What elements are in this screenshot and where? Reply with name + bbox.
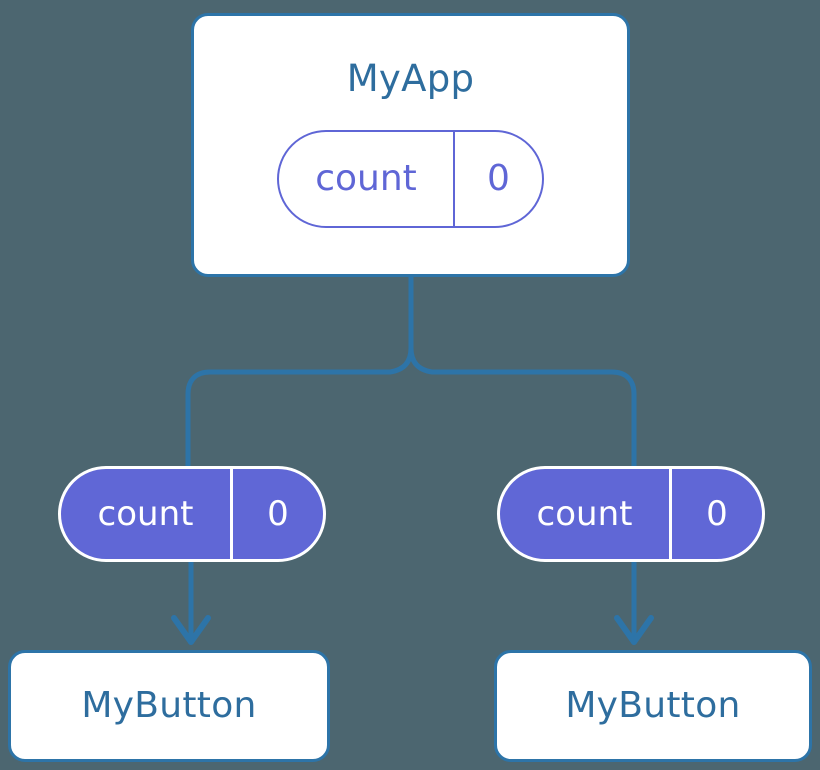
props-pill-key: count xyxy=(500,469,672,559)
props-pill-right-count[interactable]: count 0 xyxy=(497,466,765,562)
component-node-mybutton-left[interactable]: MyButton xyxy=(8,650,330,762)
state-pill-value: 0 xyxy=(487,158,510,199)
props-pill-value: 0 xyxy=(267,494,289,534)
edge-junction-bus xyxy=(408,347,637,466)
edge-junction-bus-left xyxy=(185,347,414,466)
component-label-mybutton: MyButton xyxy=(81,685,257,726)
component-label-myapp: MyApp xyxy=(346,57,475,100)
props-pill-key: count xyxy=(61,469,233,559)
arrow-right-props-to-leaf xyxy=(614,562,654,645)
component-label-mybutton: MyButton xyxy=(565,685,741,726)
props-pill-value: 0 xyxy=(706,494,728,534)
arrow-left-props-to-leaf xyxy=(171,562,211,645)
component-node-mybutton-right[interactable]: MyButton xyxy=(494,650,812,762)
state-pill-myapp-count[interactable]: count 0 xyxy=(277,130,544,228)
props-pill-left-count[interactable]: count 0 xyxy=(58,466,326,562)
state-pill-key: count xyxy=(279,132,455,226)
